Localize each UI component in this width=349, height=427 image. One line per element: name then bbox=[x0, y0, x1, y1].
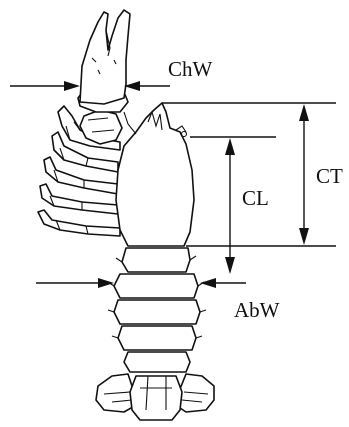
cl-label: CL bbox=[242, 186, 269, 210]
abw-label: AbW bbox=[234, 298, 280, 322]
ct-label: CT bbox=[316, 164, 343, 188]
tail-fan bbox=[96, 374, 214, 420]
chw-label: ChW bbox=[168, 57, 213, 81]
abdomen bbox=[108, 248, 206, 372]
carapace bbox=[116, 103, 194, 246]
cheliped bbox=[78, 10, 130, 144]
